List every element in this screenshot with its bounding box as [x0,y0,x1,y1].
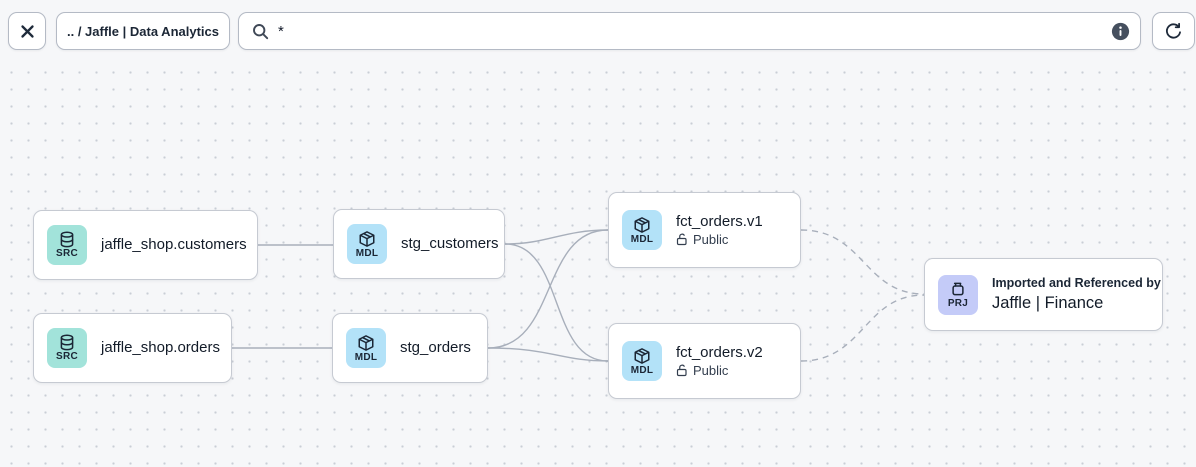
node-title: stg_customers [401,234,499,252]
search-input[interactable] [278,13,1102,49]
node-project-jaffle-finance[interactable]: PRJ Imported and Referenced by Jaffle | … [924,258,1163,331]
breadcrumb-label: .. / Jaffle | Data Analytics [67,23,219,39]
edge-stg-customers-to-fct-v2 [504,243,609,362]
close-icon [20,24,35,39]
node-type-badge: MDL [355,247,379,259]
node-model-fct-orders-v1[interactable]: MDL fct_orders.v1 Public [608,192,801,268]
refresh-icon [1164,22,1183,41]
cube-icon [358,230,376,248]
access-label: Public [693,363,729,379]
search-bar[interactable] [238,12,1141,50]
node-title: Jaffle | Finance [992,293,1104,312]
node-title: fct_orders.v1 [676,212,763,230]
node-title: jaffle_shop.customers [101,235,247,253]
edge-fct-v1-to-prj [800,229,925,295]
node-source-jaffle-shop-customers[interactable]: SRC jaffle_shop.customers [33,210,258,280]
source-tile: SRC [47,328,87,368]
edge-stg-orders-to-fct-v2 [487,347,609,362]
node-model-fct-orders-v2[interactable]: MDL fct_orders.v2 Public [608,323,801,399]
node-title: stg_orders [400,338,471,356]
node-subtitle: Imported and Referenced by [992,275,1161,290]
edge-fct-v2-to-prj [800,294,925,362]
model-tile: MDL [347,224,387,264]
edge-stg-customers-to-fct-v1 [504,229,609,245]
database-icon [58,334,76,351]
unlock-icon [676,233,688,246]
model-tile: MDL [622,341,662,381]
model-tile: MDL [622,210,662,250]
unlock-icon [676,364,688,377]
node-type-badge: MDL [630,364,654,376]
magnifier-icon [252,23,269,40]
node-title: jaffle_shop.orders [101,338,220,356]
project-tile: PRJ [938,274,978,315]
edge-stg-orders-to-fct-v1 [487,229,609,349]
cube-icon [633,216,651,234]
info-icon[interactable] [1111,22,1130,41]
model-tile: MDL [346,328,386,368]
refresh-button[interactable] [1152,12,1195,50]
node-type-badge: PRJ [947,298,969,309]
node-model-stg-customers[interactable]: MDL stg_customers [333,209,505,279]
database-icon [58,231,76,248]
node-type-badge: MDL [630,233,654,245]
project-jar-icon [949,280,967,298]
node-type-badge: SRC [55,248,78,259]
source-tile: SRC [47,225,87,265]
cube-icon [357,334,375,352]
node-title: fct_orders.v2 [676,343,763,361]
close-button[interactable] [8,12,46,50]
node-model-stg-orders[interactable]: MDL stg_orders [332,313,488,383]
access-label: Public [693,232,729,248]
node-source-jaffle-shop-orders[interactable]: SRC jaffle_shop.orders [33,313,232,383]
cube-icon [633,347,651,365]
node-type-badge: SRC [55,351,78,362]
node-type-badge: MDL [354,351,378,363]
breadcrumb[interactable]: .. / Jaffle | Data Analytics [56,12,230,50]
